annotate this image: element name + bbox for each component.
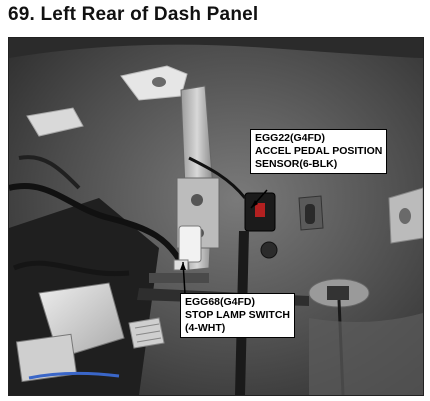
slot-hole (305, 204, 315, 224)
sensor-wire (188, 156, 247, 199)
dash-panel-photo: EGG22(G4FD) ACCEL PEDAL POSITION SENSOR(… (8, 37, 424, 396)
blue-wire (28, 371, 120, 380)
mounting-hole (152, 77, 166, 87)
accel-callout-code: EGG22(G4FD) (255, 132, 326, 144)
connector-block (15, 333, 78, 383)
accel-sensor-callout: EGG22(G4FD) ACCEL PEDAL POSITION SENSOR(… (250, 129, 388, 174)
sensor-red-tab (255, 203, 265, 217)
bracket-bolt (191, 194, 203, 206)
accel-callout-name: ACCEL PEDAL POSITION (255, 145, 383, 157)
stop-callout-code: EGG68(G4FD) (185, 296, 256, 308)
page-title: 69. Left Rear of Dash Panel (8, 4, 259, 25)
floor-connector (327, 286, 349, 300)
grille-line (136, 337, 162, 343)
pedal-rod (149, 273, 209, 283)
accel-leader-arrow (251, 200, 258, 208)
wire-upper-left (18, 155, 81, 190)
accel-callout-detail: SENSOR(6-BLK) (255, 158, 338, 170)
mounting-tab-left (26, 107, 84, 137)
stop-lamp-callout: EGG68(G4FD) STOP LAMP SWITCH (4-WHT) (180, 293, 296, 338)
wiring-harness-left (9, 183, 187, 270)
photo-illustration (9, 38, 423, 395)
stop-callout-detail: (4-WHT) (185, 322, 226, 334)
stop-lamp-switch (178, 225, 202, 263)
pivot-bolt (260, 241, 278, 259)
grille-line (134, 323, 160, 329)
wiring-harness-lower (13, 260, 130, 277)
stop-leader-arrow (180, 262, 186, 270)
stop-callout-name: STOP LAMP SWITCH (185, 309, 291, 321)
panel-edge (9, 38, 423, 58)
clip-hole (399, 208, 411, 224)
grille-line (135, 330, 161, 336)
floor-area (309, 313, 423, 395)
